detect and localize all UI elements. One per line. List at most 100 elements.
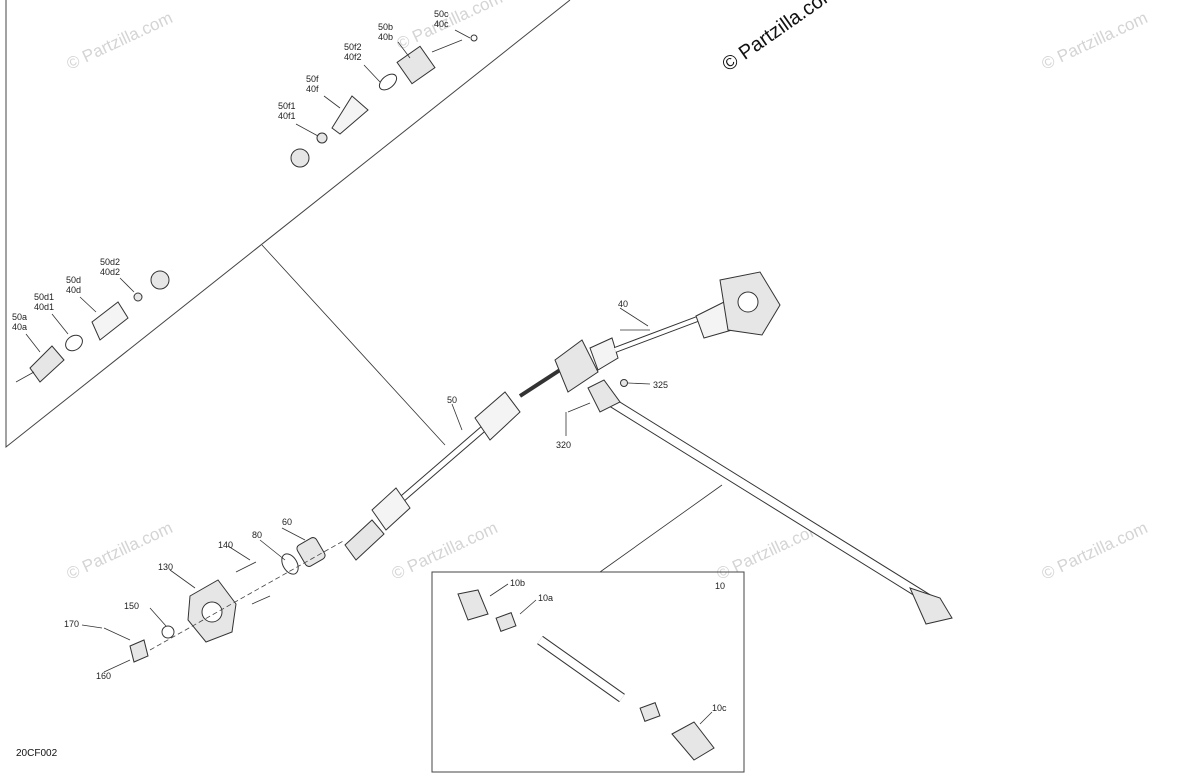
part-label-60: 60 <box>282 517 292 527</box>
part-140-stud <box>235 561 257 573</box>
part-label-160: 160 <box>96 671 111 681</box>
main-drive-shaft-50 <box>344 368 562 561</box>
leader-40 <box>619 307 649 327</box>
part-10a-cross-2 <box>639 702 661 722</box>
part-40-inner-boot <box>589 337 619 371</box>
leader <box>103 659 131 673</box>
part-50f1 <box>316 132 328 144</box>
detail-tripod-outer <box>290 148 310 168</box>
leader <box>699 711 713 725</box>
detail-shaft-core <box>171 156 301 272</box>
part-40-cup <box>554 339 599 393</box>
detail-tube-core <box>537 636 625 702</box>
leader <box>169 569 196 589</box>
part-10a-cross <box>495 612 517 632</box>
detail-callout-line <box>599 484 723 573</box>
prop-shaft-rear-yoke <box>909 587 953 625</box>
shaft-40-core <box>614 316 701 352</box>
axle-detail-panel <box>5 0 571 449</box>
leader <box>227 545 251 561</box>
leader <box>397 41 411 59</box>
leader <box>489 583 509 597</box>
part-label-130: 130 <box>158 562 173 572</box>
part-label-10c: 10c <box>712 703 727 713</box>
leader <box>454 29 471 39</box>
part-50f2-clamp <box>378 73 398 91</box>
leader-50 <box>451 403 463 431</box>
watermark: © Partzilla.com <box>1039 518 1151 584</box>
prop-shaft-core <box>597 391 933 604</box>
part-label-50: 50 <box>447 395 457 405</box>
leader <box>519 599 537 615</box>
part-80-ring <box>281 553 299 575</box>
detail-tripod-inner <box>150 270 170 290</box>
part-label-10b: 10b <box>510 578 525 588</box>
leader <box>363 64 381 83</box>
part-label-150: 150 <box>124 601 139 611</box>
watermarks: © Partzilla.com © Partzilla.com © Partzi… <box>64 0 1151 584</box>
part-50-splines <box>518 368 562 398</box>
detail-callout-line <box>261 244 446 446</box>
part-50d2 <box>133 292 143 302</box>
part-label-325: 325 <box>653 380 668 390</box>
part-160-nut <box>129 639 149 663</box>
hub-assembly <box>81 527 346 673</box>
part-130-hub-center <box>201 601 223 623</box>
leader <box>627 382 651 385</box>
part-40-hub-center <box>737 291 759 313</box>
part-label-40: 40 <box>618 299 628 309</box>
detail-panel-border <box>5 0 571 449</box>
part-50c-stub <box>431 39 463 53</box>
part-label-10: 10 <box>715 581 725 591</box>
part-50-inner-stub <box>344 519 385 561</box>
part-label-320: 320 <box>556 440 571 450</box>
leader <box>79 296 97 313</box>
watermark-main: © Partzilla.com <box>718 0 841 76</box>
part-50a-housing <box>29 345 65 383</box>
part-170-pin <box>103 627 131 641</box>
part-50b-housing <box>396 45 436 85</box>
part-50c-clip <box>470 34 478 42</box>
part-320-bolt <box>567 402 591 413</box>
part-label-80: 80 <box>252 530 262 540</box>
part-50a-stub <box>15 371 35 383</box>
prop-shaft-detail-panel <box>431 307 745 773</box>
leader <box>119 277 135 293</box>
part-60-bearing <box>296 537 326 567</box>
leader <box>25 333 41 353</box>
watermark: © Partzilla.com <box>389 518 501 584</box>
leader <box>259 539 286 561</box>
diagram-code: 20CF002 <box>16 748 58 759</box>
leader <box>81 624 103 629</box>
part-label-10a: 10a <box>538 593 553 603</box>
prop-shaft-10 <box>565 379 953 625</box>
leader <box>149 607 167 627</box>
leader <box>51 313 69 335</box>
detail-box-border <box>431 571 745 773</box>
part-50f-boot <box>331 95 369 135</box>
hub-axis-dashed <box>149 539 346 651</box>
watermark: © Partzilla.com <box>64 8 176 74</box>
prop-shaft-front-yoke <box>587 379 621 413</box>
leader <box>323 95 341 109</box>
part-150-washer <box>161 625 175 639</box>
part-325-bolt <box>620 379 628 387</box>
part-50d-boot <box>91 301 129 341</box>
part-140-stud <box>251 595 271 605</box>
leader <box>281 527 306 541</box>
leader <box>295 123 319 137</box>
watermark: © Partzilla.com <box>64 518 176 584</box>
part-label-170: 170 <box>64 619 79 629</box>
watermark: © Partzilla.com <box>1039 8 1151 74</box>
